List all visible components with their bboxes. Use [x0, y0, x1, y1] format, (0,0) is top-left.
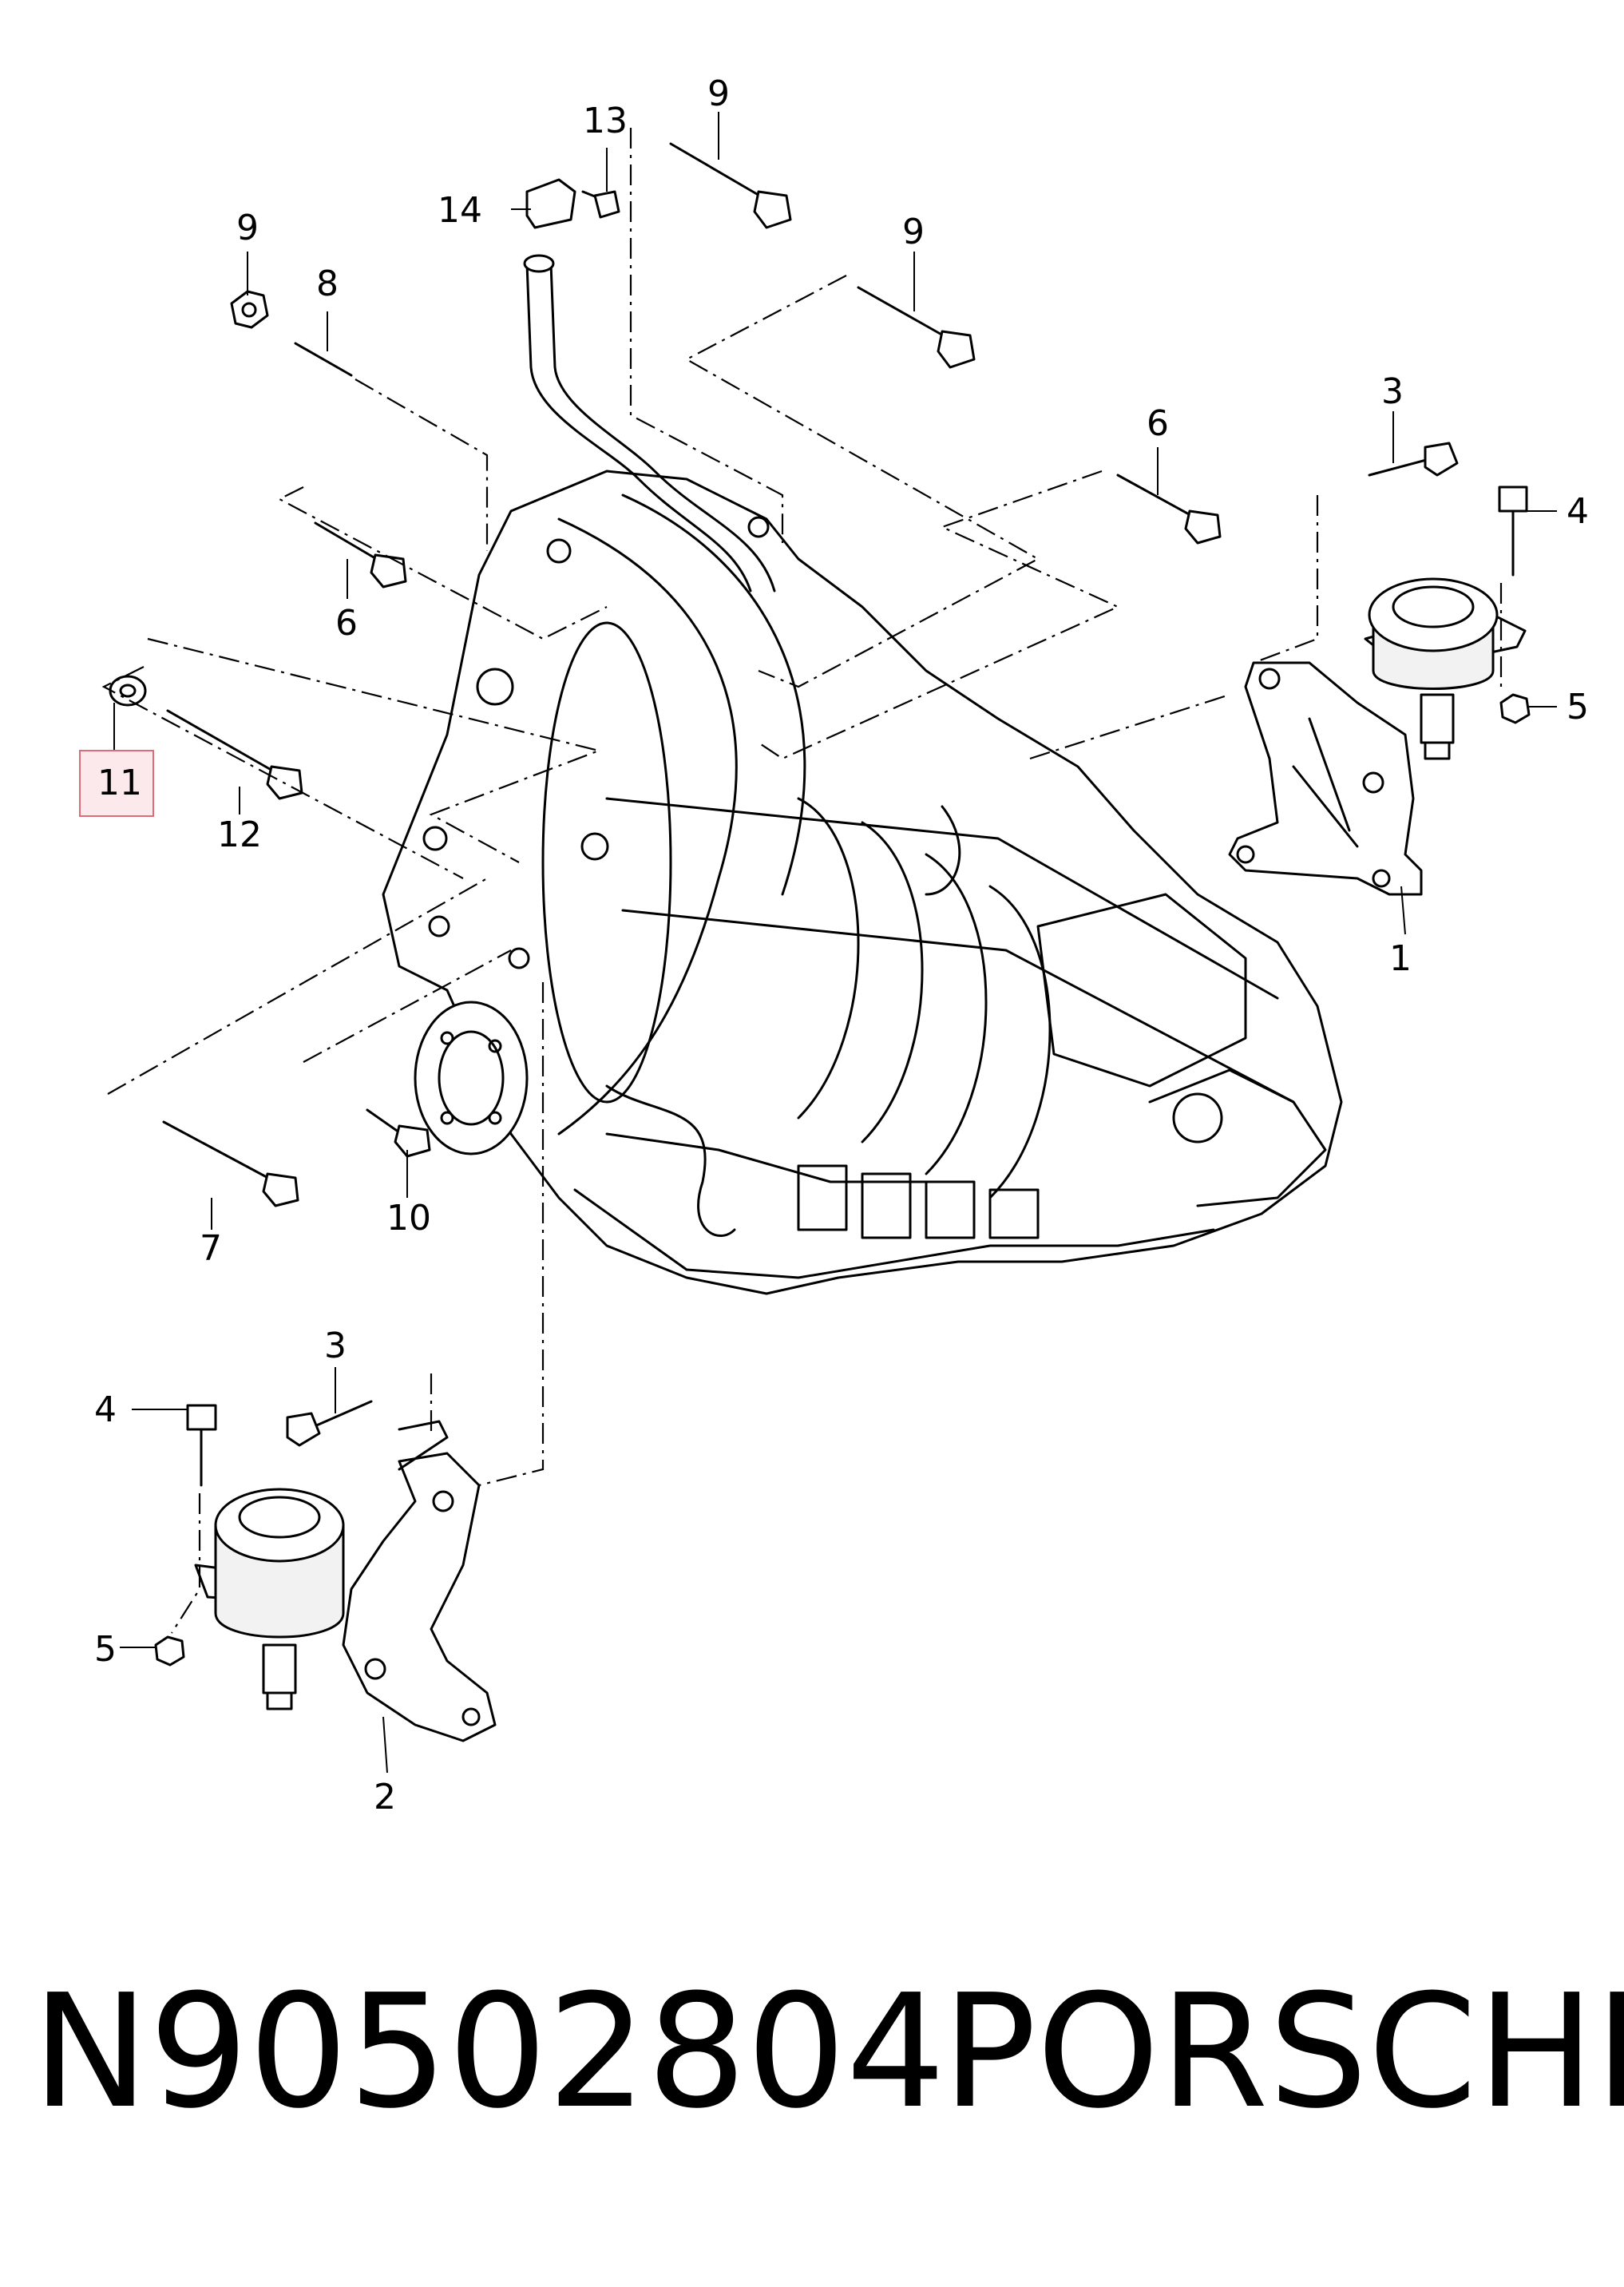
bolt-6-left	[314, 521, 407, 589]
callout-2: 2	[374, 1777, 396, 1817]
transmission-housing	[382, 470, 1343, 1295]
callout-13: 13	[583, 101, 628, 141]
bolt-7	[162, 1120, 299, 1207]
bolt-4-left	[186, 1404, 217, 1487]
stud-8	[294, 342, 353, 377]
breather-hose	[523, 254, 776, 593]
bolt-4-right	[1498, 486, 1528, 577]
callout-3-left: 3	[324, 1326, 347, 1366]
callout-6-right: 6	[1147, 403, 1169, 444]
nut-9-left	[230, 290, 269, 329]
bolt-3-left	[286, 1400, 373, 1447]
output-flange	[414, 1001, 529, 1155]
highlight-box-11	[79, 750, 154, 817]
callout-3-right: 3	[1381, 371, 1404, 412]
fasteners	[109, 142, 1531, 1667]
callout-11: 11	[97, 763, 142, 803]
callout-4-left: 4	[94, 1389, 117, 1430]
callout-5-left: 5	[94, 1629, 117, 1670]
callout-4-right: 4	[1567, 491, 1589, 532]
callout-7: 7	[200, 1228, 222, 1269]
bolt-9-top	[669, 142, 792, 229]
mount-assembly-right	[1228, 577, 1527, 896]
callout-8: 8	[316, 264, 339, 304]
clamp-14	[525, 178, 576, 229]
transmission-mount-exploded-diagram: 9 13 14 9 8 9 6 3 4 5 1 6 11 12 7 10 3 4…	[79, 73, 1589, 1817]
callout-9-top: 9	[707, 73, 730, 114]
brand-text: PORSCHE	[942, 1961, 1624, 2143]
nut-5-right	[1499, 693, 1531, 724]
bolt-12	[166, 709, 303, 800]
assembly-lines	[101, 128, 1503, 1634]
callout-14: 14	[438, 190, 482, 231]
part-number-text: N90502804	[32, 1961, 946, 2143]
bolt-10	[366, 1108, 431, 1158]
callouts: 9 13 14 9 8 9 6 3 4 5 1 6 11 12 7 10 3 4…	[94, 73, 1589, 1817]
bolt-6-right	[1116, 474, 1222, 545]
callout-9-left: 9	[236, 208, 259, 248]
callout-9-right: 9	[902, 212, 925, 252]
callout-12: 12	[217, 815, 262, 855]
bolt-13	[581, 190, 620, 219]
callout-1: 1	[1389, 938, 1412, 979]
bolt-3-right	[1368, 442, 1459, 477]
bolt-9-right	[857, 286, 976, 369]
mount-assembly-left	[194, 1420, 497, 1742]
washer-11	[109, 675, 147, 707]
callout-6-left: 6	[335, 603, 358, 644]
leader-lines	[113, 112, 1557, 1774]
nut-5-left	[154, 1635, 185, 1667]
callout-5-right: 5	[1567, 687, 1589, 727]
callout-10: 10	[386, 1198, 431, 1239]
